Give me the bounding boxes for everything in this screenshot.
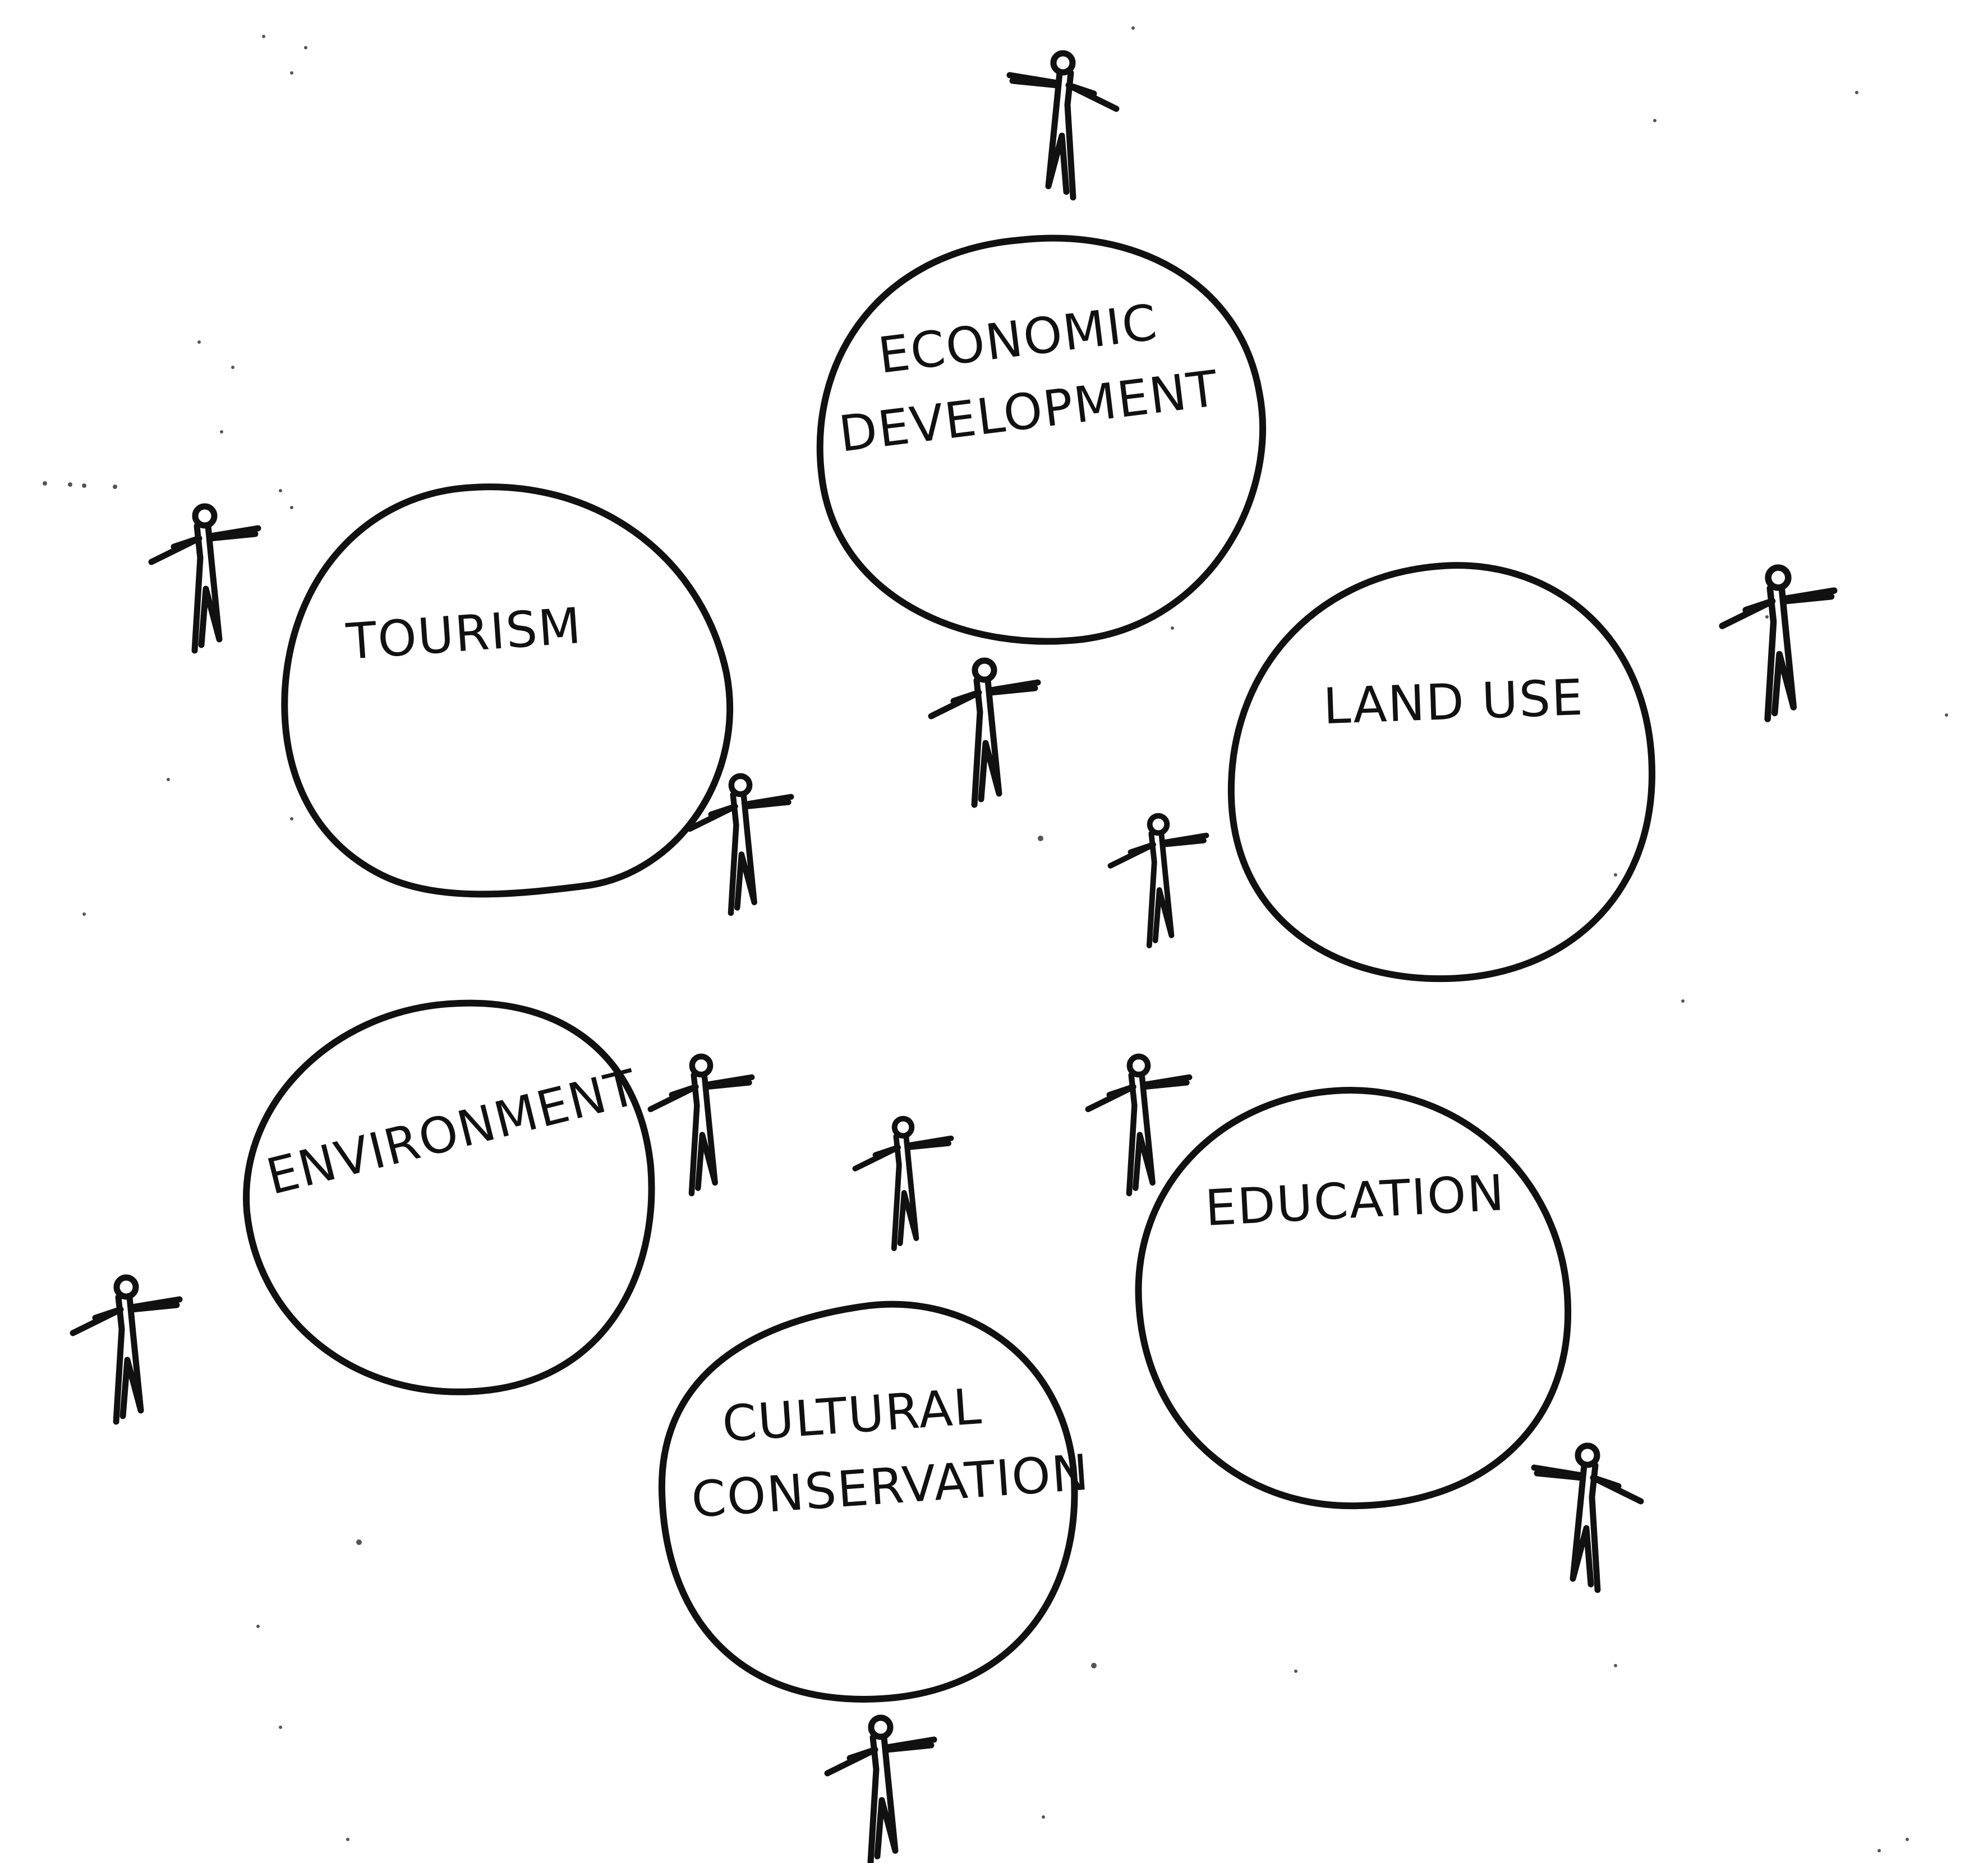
person-figure-8 xyxy=(1085,1053,1193,1197)
person-body xyxy=(647,1072,755,1197)
topic-label-cultural-line2: CONSERVATION xyxy=(689,1444,1092,1529)
person-body xyxy=(1085,1072,1193,1197)
person-figure-3 xyxy=(928,657,1041,808)
topic-label-cultural-line1: CULTURAL xyxy=(720,1377,984,1453)
person-head xyxy=(1147,813,1170,836)
person-figure-5 xyxy=(1107,813,1209,948)
person-body xyxy=(852,1133,954,1251)
person-figure-6 xyxy=(1719,564,1838,722)
person-figure-12 xyxy=(824,1714,937,1863)
topic-circle-environment xyxy=(243,999,655,1395)
person-head xyxy=(1765,564,1792,591)
topic-circle-education xyxy=(1135,1087,1572,1510)
topic-circle-cultural xyxy=(658,1301,1078,1703)
topic-label-landuse: LAND USE xyxy=(1322,668,1585,735)
topic-label-education: EDUCATION xyxy=(1204,1164,1507,1237)
person-body xyxy=(687,791,794,916)
figures xyxy=(70,50,1838,1863)
person-head xyxy=(728,773,753,797)
person-head xyxy=(1126,1053,1151,1078)
person-head xyxy=(868,1714,894,1740)
person-body xyxy=(1006,70,1120,201)
topic-education: EDUCATION xyxy=(1135,1087,1572,1510)
topic-label-tourism: TOURISM xyxy=(344,597,583,671)
person-figure-11 xyxy=(1531,1442,1644,1593)
topic-environment: ENVIRONMENT xyxy=(243,999,655,1395)
person-body xyxy=(1531,1462,1644,1593)
person-head xyxy=(1575,1442,1600,1468)
person-head xyxy=(891,1115,915,1139)
topic-tourism: TOURISM xyxy=(281,483,734,898)
topic-label-environment: ENVIRONMENT xyxy=(261,1058,643,1206)
person-head xyxy=(689,1053,714,1078)
person-figure-10 xyxy=(70,1274,183,1425)
person-body xyxy=(1719,585,1838,722)
topic-circle-tourism xyxy=(281,483,734,898)
person-head xyxy=(192,503,218,529)
person-head xyxy=(972,657,997,683)
person-figure-4 xyxy=(687,773,794,916)
topic-cultural: CULTURAL CONSERVATION xyxy=(658,1301,1092,1703)
person-figure-2 xyxy=(148,503,261,654)
person-figure-1 xyxy=(1006,50,1120,201)
topic-landuse: LAND USE xyxy=(1227,562,1656,983)
person-body xyxy=(70,1294,183,1425)
person-body xyxy=(1107,831,1209,948)
person-body xyxy=(824,1734,937,1863)
topic-circle-landuse xyxy=(1227,562,1656,983)
person-figure-9 xyxy=(852,1115,954,1251)
person-body xyxy=(928,677,1041,808)
topic-circle-economic xyxy=(816,234,1266,645)
person-figure-7 xyxy=(647,1053,755,1197)
background-specks xyxy=(43,26,1948,1852)
person-head xyxy=(113,1274,139,1300)
person-body xyxy=(148,523,261,654)
person-head xyxy=(1050,50,1076,76)
topic-economic: ECONOMIC DEVELOPMENT xyxy=(816,234,1266,645)
